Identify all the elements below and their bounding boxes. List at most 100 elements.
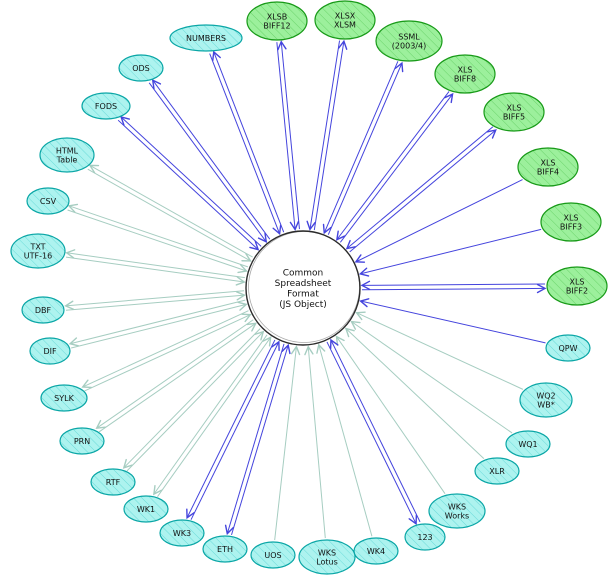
edge-write-line (153, 334, 268, 496)
node-xlr: XLR (474, 457, 520, 485)
edge-read-line (335, 335, 446, 494)
edge-read-line (157, 336, 272, 497)
node-shape (202, 535, 248, 563)
edge-wk4 (316, 343, 373, 537)
edge-ods (148, 79, 271, 243)
edge-xlsb-biff12 (276, 40, 300, 231)
edge-write-line (349, 129, 497, 253)
edge-read-line (344, 327, 485, 459)
edge-xls-biff5 (345, 126, 497, 253)
node-label: PRN (74, 437, 90, 446)
edge-wq2-wb (355, 311, 524, 390)
edge-write-line (151, 79, 271, 240)
node-shape (246, 1, 308, 41)
edge-wk1 (153, 334, 272, 497)
edge-read-line (65, 291, 246, 311)
edge-read-line (360, 280, 545, 291)
edge-123 (326, 338, 421, 526)
edge-read-line (306, 40, 341, 231)
node-sylk: SYLK (40, 384, 88, 412)
node-label: FODS (95, 102, 117, 111)
edge-write-line (122, 328, 261, 469)
node-shape (404, 523, 446, 551)
edge-qpw (359, 298, 546, 344)
node-shape (353, 537, 399, 565)
edge-read-line (316, 343, 373, 537)
edge-write-line (65, 249, 245, 279)
edge-read-line (335, 91, 450, 241)
node-shape (10, 233, 66, 269)
node-shape (26, 187, 70, 215)
node-shape (428, 493, 486, 529)
node-shape (314, 0, 376, 40)
node-rtf: RTF (90, 468, 136, 496)
node-label: WK1 (137, 505, 155, 514)
node-numbers: NUMBERS (169, 24, 243, 52)
node-qpw: QPW (545, 334, 591, 362)
edge-read-line (67, 209, 248, 274)
edge-csv (67, 203, 249, 274)
edge-write-line (120, 115, 262, 247)
edge-read-line (359, 298, 546, 344)
node-label: UOS (264, 551, 281, 560)
edge-write-line (327, 61, 404, 235)
node-label: SYLK (54, 394, 74, 403)
node-label: WK4 (367, 547, 385, 556)
edge-read-line (126, 330, 265, 472)
center-shape-sketch (248, 231, 360, 343)
node-shape (540, 202, 602, 242)
node-label: DBF (35, 306, 52, 315)
node-shape (434, 54, 496, 94)
edge-write-line (212, 50, 285, 233)
edge-read-line (209, 53, 282, 236)
edge-read-line (148, 82, 268, 243)
edge-xls-biff8 (335, 91, 454, 243)
node-label: ODS (132, 64, 150, 73)
edge-txt-utf-16 (65, 249, 246, 286)
node-label: XLR (489, 467, 505, 476)
edge-dbf (64, 290, 246, 311)
edge-write-line (88, 164, 253, 258)
node-label: 123 (417, 533, 432, 542)
node-shape (40, 384, 88, 412)
edge-write-line (277, 40, 300, 230)
edge-read-line (231, 343, 291, 536)
edge-read-line (98, 322, 257, 433)
edge-write-line (313, 39, 348, 231)
edge-xls-biff2 (360, 280, 547, 294)
edge-prn (95, 319, 257, 433)
node-wk4: WK4 (353, 537, 399, 565)
node-shape (81, 92, 131, 120)
edge-read-line (322, 61, 399, 235)
edge-read-line (84, 313, 252, 392)
edge-read-line (274, 345, 301, 541)
edge-write-line (64, 290, 245, 310)
node-shape (375, 20, 443, 62)
node-wk3: WK3 (159, 519, 205, 547)
edge-wks-works (335, 335, 446, 494)
node-csv: CSV (26, 187, 70, 215)
edge-html-table (87, 164, 253, 262)
node-uos: UOS (250, 541, 296, 569)
node-wq1: WQ1 (505, 430, 551, 458)
edge-ssml-2003-4 (322, 61, 404, 235)
node-123: 123 (404, 523, 446, 551)
node-shape (39, 137, 95, 173)
edge-read-line (65, 256, 246, 286)
edge-read-line (276, 42, 300, 231)
edge-write-line (67, 203, 249, 268)
edge-read-line (358, 228, 542, 277)
node-ssml-2003-4: SSML(2003/4) (375, 20, 443, 62)
edge-read-line (117, 119, 260, 251)
edge-sylk (81, 310, 252, 392)
